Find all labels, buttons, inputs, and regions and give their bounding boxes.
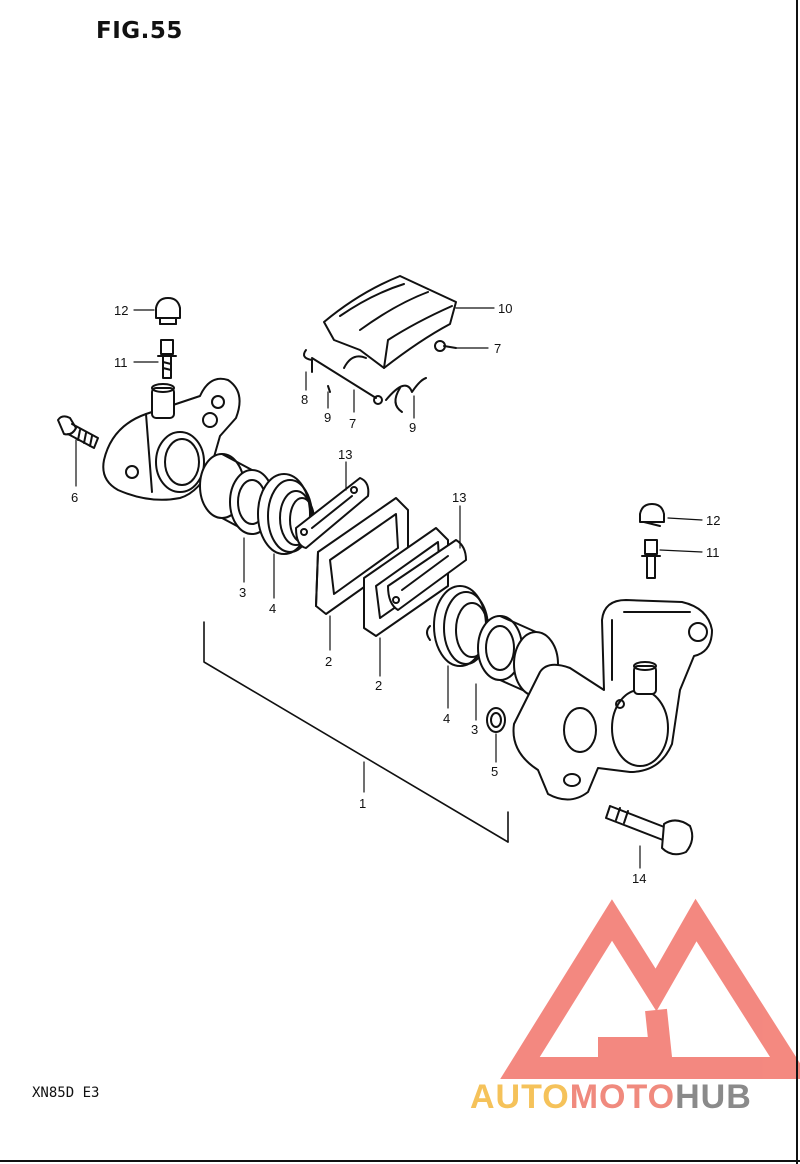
callout-4: 4 <box>443 711 450 726</box>
bolt-left <box>57 415 99 449</box>
watermark-logo <box>500 898 800 1079</box>
piston-left <box>199 453 275 535</box>
frame-edge-right <box>796 0 798 1164</box>
callout-3: 3 <box>239 585 246 600</box>
watermark-auto: AUTO <box>470 1078 570 1116</box>
assembly-bracket <box>203 621 509 843</box>
callout-14: 14 <box>632 871 646 886</box>
bleeder-valve-left <box>157 339 177 379</box>
pad-pin-and-springs <box>303 349 427 413</box>
callout-3: 3 <box>471 722 478 737</box>
callout-1: 1 <box>359 796 366 811</box>
callout-7: 7 <box>349 416 356 431</box>
callout-11: 11 <box>706 545 720 560</box>
watermark-text: AUTOMOTOHUB <box>470 1078 752 1117</box>
caliper-half-right <box>512 599 713 801</box>
callout-9: 9 <box>409 420 416 435</box>
watermark-moto: MOTO <box>569 1078 676 1116</box>
frame-edge-bottom <box>0 1160 800 1162</box>
callout-10: 10 <box>498 301 512 316</box>
o-ring <box>486 707 506 733</box>
cap-nut-left <box>155 297 181 325</box>
callout-11: 11 <box>114 355 128 370</box>
callout-13: 13 <box>338 447 352 462</box>
callout-12: 12 <box>114 303 128 318</box>
callout-7: 7 <box>494 341 501 356</box>
callout-8: 8 <box>301 392 308 407</box>
bleeder-valve-right <box>641 539 661 579</box>
cap-nut-right <box>639 503 665 527</box>
model-code: XN85D E3 <box>32 1085 100 1101</box>
callout-2: 2 <box>325 654 332 669</box>
pad-cover <box>323 275 457 369</box>
callout-12: 12 <box>706 513 720 528</box>
callout-13: 13 <box>452 490 466 505</box>
pad-shim-left <box>295 477 370 549</box>
callout-4: 4 <box>269 601 276 616</box>
callout-2: 2 <box>375 678 382 693</box>
callout-5: 5 <box>491 764 498 779</box>
bolt-right <box>605 805 694 856</box>
screw-top <box>434 340 457 352</box>
callout-labels: 12 11 6 10 7 8 9 7 9 13 13 3 4 2 2 4 3 5… <box>71 301 720 886</box>
watermark-hub: HUB <box>675 1078 752 1116</box>
figure-title: FIG.55 <box>96 18 183 44</box>
callout-6: 6 <box>71 490 78 505</box>
callout-9: 9 <box>324 410 331 425</box>
leader-lines <box>75 307 703 869</box>
